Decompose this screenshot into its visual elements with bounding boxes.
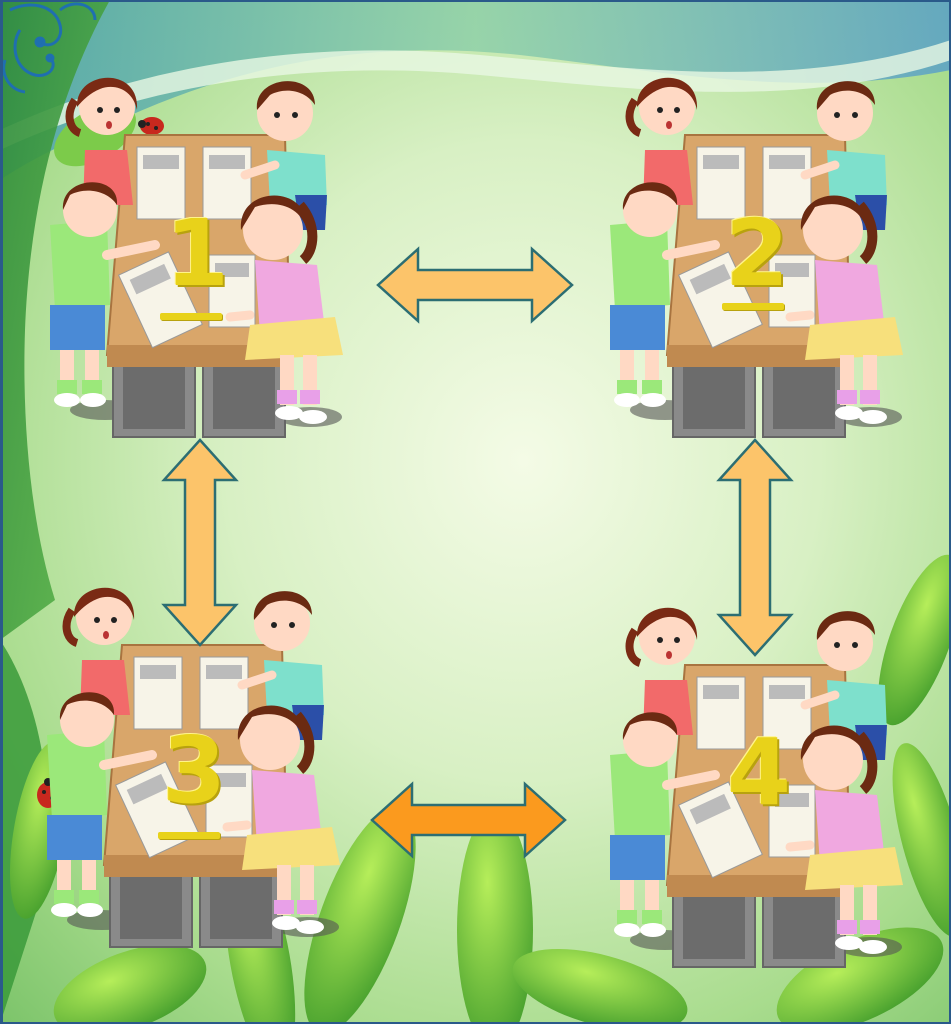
arrow-2-4 [719,440,791,655]
arrow-3-4 [372,784,565,856]
arrow-1-2 [378,249,572,321]
arrow-1-3 [164,440,236,645]
